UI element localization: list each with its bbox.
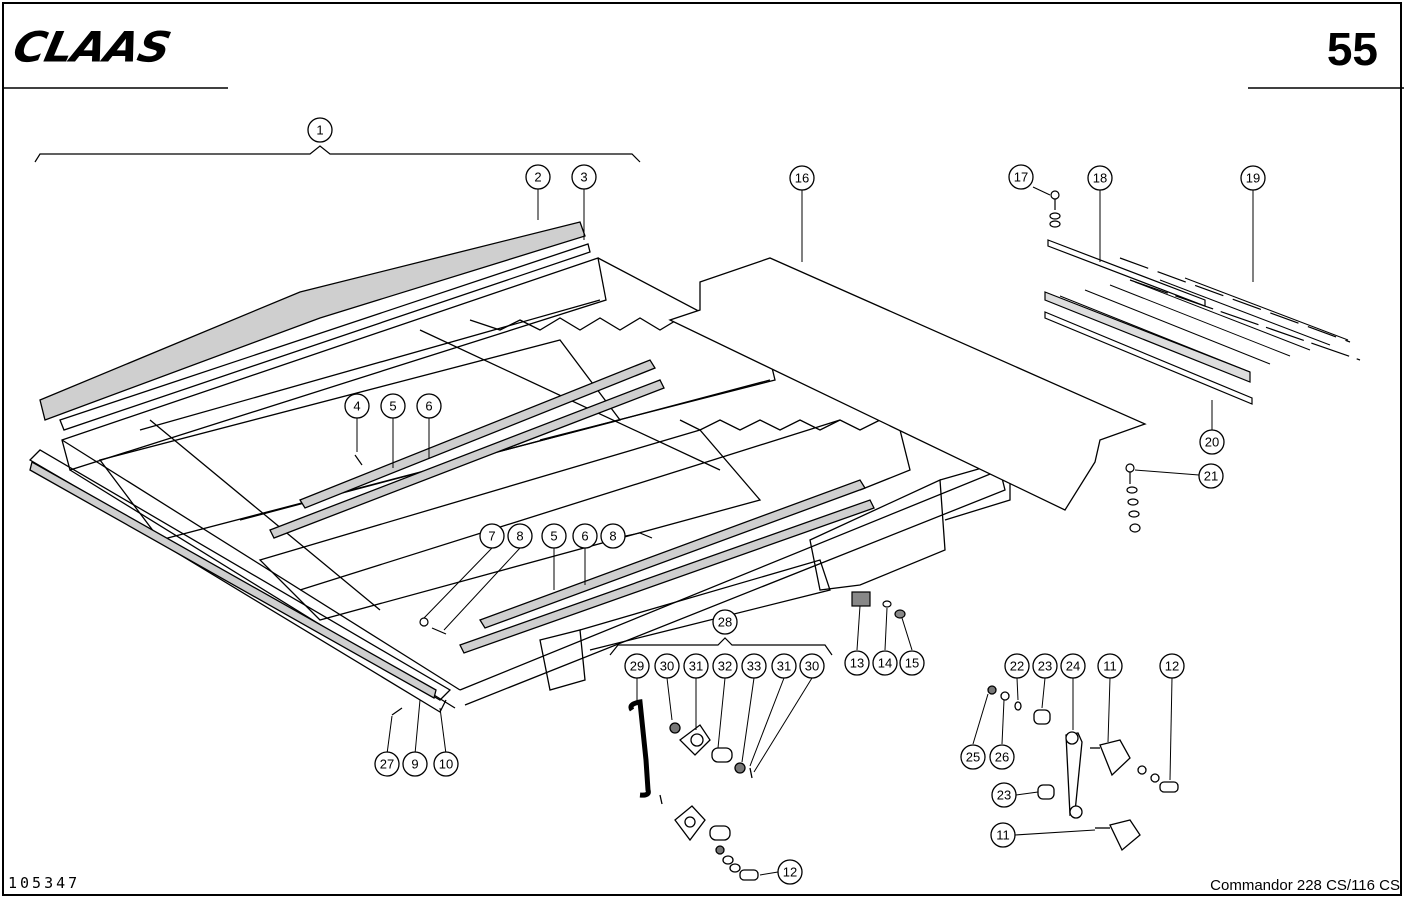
svg-text:6: 6	[425, 399, 432, 414]
callout-16: 16	[789, 165, 815, 191]
linkage-assembly	[987, 685, 1179, 852]
cover-plate-16	[668, 257, 1147, 511]
sieve-fingers	[1059, 277, 1349, 373]
callout-24: 24	[1060, 653, 1086, 679]
svg-text:11: 11	[996, 828, 1010, 843]
svg-text:6: 6	[581, 529, 588, 544]
callout-9: 9	[402, 751, 428, 777]
svg-text:25: 25	[966, 750, 980, 765]
svg-text:5: 5	[389, 399, 396, 414]
svg-text:20: 20	[1205, 435, 1219, 450]
callout-21: 21	[1198, 463, 1224, 489]
leader-lines	[356, 186, 1254, 876]
svg-text:14: 14	[878, 656, 892, 671]
svg-text:29: 29	[630, 659, 644, 674]
callout-28: 28	[712, 609, 738, 635]
svg-text:2: 2	[534, 170, 541, 185]
svg-text:27: 27	[380, 757, 394, 772]
callout-14: 14	[872, 650, 898, 676]
callout-18: 18	[1087, 165, 1113, 191]
callout-6: 6	[416, 393, 442, 419]
svg-text:23: 23	[997, 788, 1011, 803]
svg-text:16: 16	[795, 171, 809, 186]
callout-26: 26	[989, 744, 1015, 770]
callout-27: 27	[374, 751, 400, 777]
sieve-extension	[1044, 239, 1361, 405]
page-number: 55	[1326, 23, 1378, 75]
drive-assembly-28	[628, 699, 759, 881]
callout-31: 31	[683, 653, 709, 679]
svg-text:8: 8	[609, 529, 616, 544]
svg-text:28: 28	[718, 615, 732, 630]
svg-text:12: 12	[1165, 659, 1179, 674]
callout-19: 19	[1240, 165, 1266, 191]
callout-33: 33	[741, 653, 767, 679]
svg-text:17: 17	[1014, 170, 1028, 185]
callout-7: 7	[479, 523, 505, 549]
svg-text:24: 24	[1066, 659, 1080, 674]
svg-text:3: 3	[580, 170, 587, 185]
svg-text:5: 5	[550, 529, 557, 544]
callout-11b: 11	[990, 822, 1016, 848]
callout-3: 3	[571, 164, 597, 190]
callout-32: 32	[712, 653, 738, 679]
callout-5b: 5	[541, 523, 567, 549]
callout-30b: 30	[799, 653, 825, 679]
svg-text:33: 33	[747, 659, 761, 674]
svg-text:1: 1	[316, 123, 323, 138]
callout-11: 11	[1097, 653, 1123, 679]
svg-text:31: 31	[689, 659, 703, 674]
callout-6b: 6	[572, 523, 598, 549]
bracket-1	[34, 145, 641, 163]
callout-8b: 8	[600, 523, 626, 549]
callout-20: 20	[1199, 429, 1225, 455]
callout-5: 5	[380, 393, 406, 419]
callout-31b: 31	[771, 653, 797, 679]
svg-text:30: 30	[805, 659, 819, 674]
callout-12b: 12	[777, 859, 803, 885]
svg-text:7: 7	[488, 529, 495, 544]
callout-30: 30	[654, 653, 680, 679]
svg-text:32: 32	[718, 659, 732, 674]
callout-1: 1	[307, 117, 333, 143]
svg-text:15: 15	[905, 656, 919, 671]
callout-23: 23	[1032, 653, 1058, 679]
callout-15: 15	[899, 650, 925, 676]
callout-22: 22	[1004, 653, 1030, 679]
svg-text:10: 10	[439, 757, 453, 772]
hardware-parts	[354, 190, 1141, 716]
svg-text:11: 11	[1103, 659, 1117, 674]
svg-text:23: 23	[1038, 659, 1052, 674]
svg-text:31: 31	[777, 659, 791, 674]
callout-10: 10	[433, 751, 459, 777]
callout-25: 25	[960, 744, 986, 770]
bracket-28	[609, 637, 833, 656]
document-number: 105347	[8, 874, 81, 892]
callout-4: 4	[344, 393, 370, 419]
callout-17: 17	[1008, 164, 1034, 190]
svg-text:30: 30	[660, 659, 674, 674]
svg-text:13: 13	[850, 656, 864, 671]
svg-text:22: 22	[1010, 659, 1024, 674]
svg-text:19: 19	[1246, 171, 1260, 186]
sieve-frame	[28, 221, 1011, 713]
svg-text:18: 18	[1093, 171, 1107, 186]
callout-29: 29	[624, 653, 650, 679]
model-designation: Commandor 228 CS/116 CS	[1210, 877, 1400, 894]
svg-text:4: 4	[353, 399, 360, 414]
svg-text:8: 8	[516, 529, 523, 544]
svg-text:26: 26	[995, 750, 1009, 765]
callout-13: 13	[844, 650, 870, 676]
callout-8: 8	[507, 523, 533, 549]
svg-text:21: 21	[1204, 469, 1218, 484]
svg-text:12: 12	[783, 865, 797, 880]
callout-12: 12	[1159, 653, 1185, 679]
callout-23b: 23	[991, 782, 1017, 808]
callout-2: 2	[525, 164, 551, 190]
svg-text:9: 9	[411, 757, 418, 772]
